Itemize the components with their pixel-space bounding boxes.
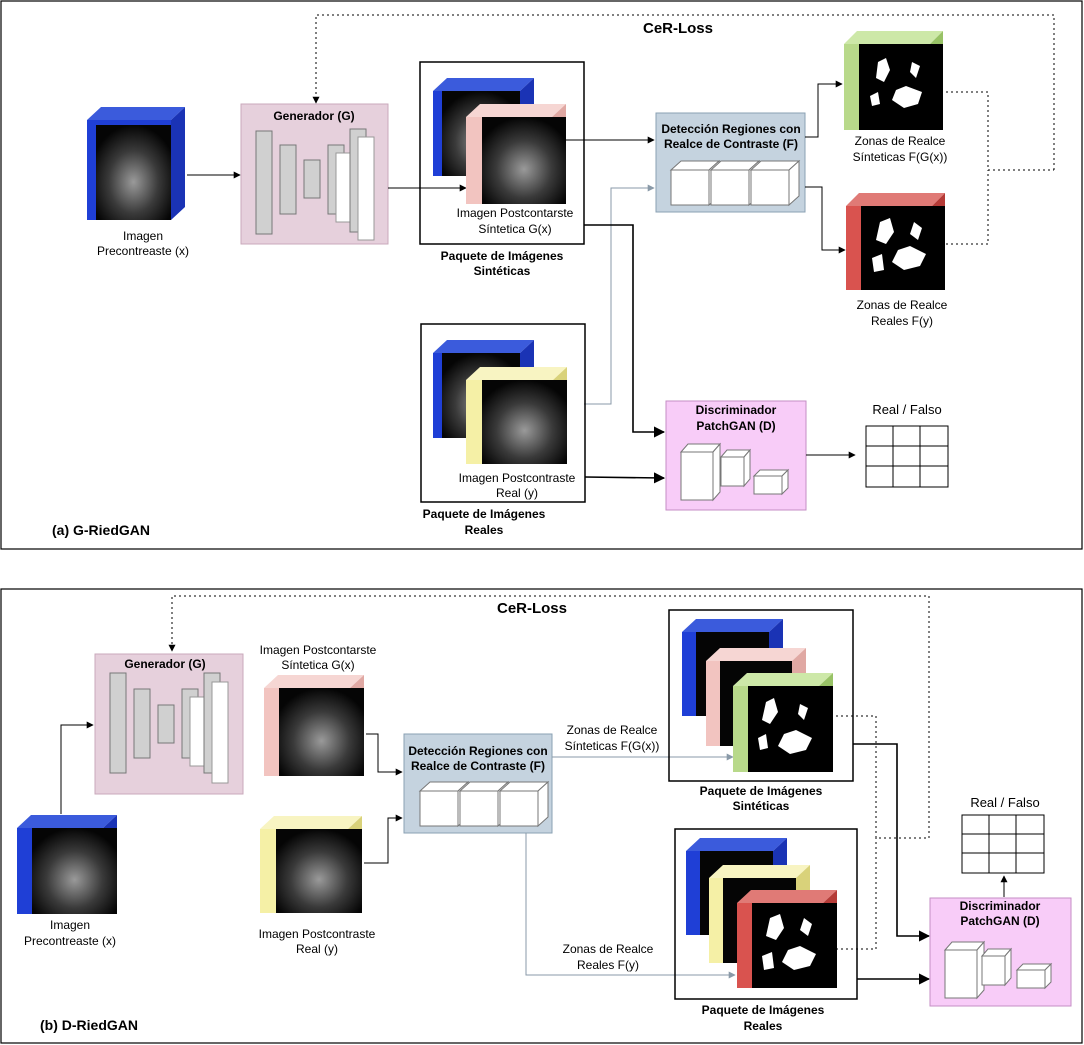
real-package-b: [674, 828, 858, 1000]
input-image-a: [87, 107, 185, 220]
detector-label-a1: Detección Regiones con: [661, 122, 800, 136]
synthetic-image-b: [264, 675, 364, 776]
synthetic-pkg-label-a1: Paquete de Imágenes: [441, 249, 564, 263]
real-image-b: [260, 816, 362, 913]
detector-label-b2: Realce de Contraste (F): [411, 759, 545, 773]
panel-b-frame: [0, 588, 1083, 1044]
generator-label-a: Generador (G): [273, 109, 354, 123]
real-label-b1: Imagen Postcontraste: [259, 927, 376, 941]
discriminator-label-a2: PatchGAN (D): [696, 419, 775, 433]
detector-block-b: [403, 733, 553, 834]
output-grid-a: [865, 425, 949, 488]
real-label-b2: Real (y): [296, 942, 338, 956]
synthetic-label-a2: Síntetica G(x): [478, 222, 551, 236]
cer-loss-loop-b: [168, 595, 930, 950]
input-image-b: [17, 815, 117, 914]
detector-label-b1: Detección Regiones con: [408, 744, 547, 758]
synthetic-zones-label-a1: Zonas de Realce: [855, 134, 946, 148]
synthetic-label-a1: Imagen Postcontarste: [457, 206, 574, 220]
input-label-b2: Precontreaste (x): [24, 934, 116, 948]
generator-block-b: [94, 653, 244, 795]
output-grid-b: [961, 814, 1045, 874]
panel-a-frame: [0, 0, 1083, 550]
discriminator-label-a1: Discriminador: [696, 403, 777, 417]
synthetic-pkg-label-b1: Paquete de Imágenes: [700, 784, 823, 798]
real-pkg-label-b2: Reales: [744, 1019, 783, 1033]
discriminator-block-a: [665, 400, 807, 511]
real-pkg-label-a2: Reales: [465, 523, 504, 537]
detector-block-a: [655, 112, 806, 213]
input-label-b1: Imagen: [50, 918, 90, 932]
discriminator-label-b1: Discriminador: [960, 899, 1041, 913]
real-zones-label-a1: Zonas de Realce: [857, 298, 948, 312]
zones-syn-label-b2: Sínteticas F(G(x)): [565, 739, 660, 753]
real-pkg-label-a1: Paquete de Imágenes: [423, 507, 546, 521]
input-label-a2: Precontreaste (x): [97, 244, 189, 258]
synthetic-zones-label-a2: Sínteticas F(G(x)): [853, 150, 948, 164]
real-zones-label-a2: Reales F(y): [871, 314, 933, 328]
cer-loss-label-a: CeR-Loss: [643, 20, 713, 37]
real-zones-map-a: [846, 193, 945, 290]
synthetic-package-a: [419, 61, 585, 245]
real-label-a2: Real (y): [496, 486, 538, 500]
synthetic-zones-map-a: [844, 31, 943, 130]
output-label-a: Real / Falso: [872, 402, 941, 417]
synthetic-stack-b: [682, 619, 833, 772]
synthetic-label-b1: Imagen Postcontarste: [260, 643, 377, 657]
panel-b-caption: (b) D-RiedGAN: [40, 1017, 138, 1033]
panel-a-caption: (a) G-RiedGAN: [52, 522, 150, 538]
discriminator-block-b: [929, 897, 1072, 1007]
synthetic-label-b2: Síntetica G(x): [281, 658, 354, 672]
synthetic-stack-a: [433, 78, 566, 204]
generator-block-a: [240, 103, 389, 245]
real-package-a: [420, 323, 586, 503]
cer-loss-label-b: CeR-Loss: [497, 600, 567, 617]
zones-syn-label-b1: Zonas de Realce: [567, 723, 658, 737]
synthetic-pkg-label-a2: Sintéticas: [474, 264, 531, 278]
zones-real-label-b1: Zonas de Realce: [563, 942, 654, 956]
zones-real-label-b2: Reales F(y): [577, 958, 639, 972]
real-stack-b: [686, 838, 837, 988]
discriminator-label-b2: PatchGAN (D): [960, 914, 1039, 928]
synthetic-pkg-label-b2: Sintéticas: [733, 799, 790, 813]
real-stack-a: [433, 340, 567, 464]
detector-label-a2: Realce de Contraste (F): [664, 137, 798, 151]
synthetic-package-b: [668, 609, 854, 782]
real-label-a1: Imagen Postcontraste: [459, 471, 576, 485]
real-pkg-label-b1: Paquete de Imágenes: [702, 1003, 825, 1017]
input-label-a1: Imagen: [123, 229, 163, 243]
output-label-b: Real / Falso: [970, 795, 1039, 810]
generator-label-b: Generador (G): [124, 657, 205, 671]
cer-loss-loop-a: [312, 14, 1055, 245]
